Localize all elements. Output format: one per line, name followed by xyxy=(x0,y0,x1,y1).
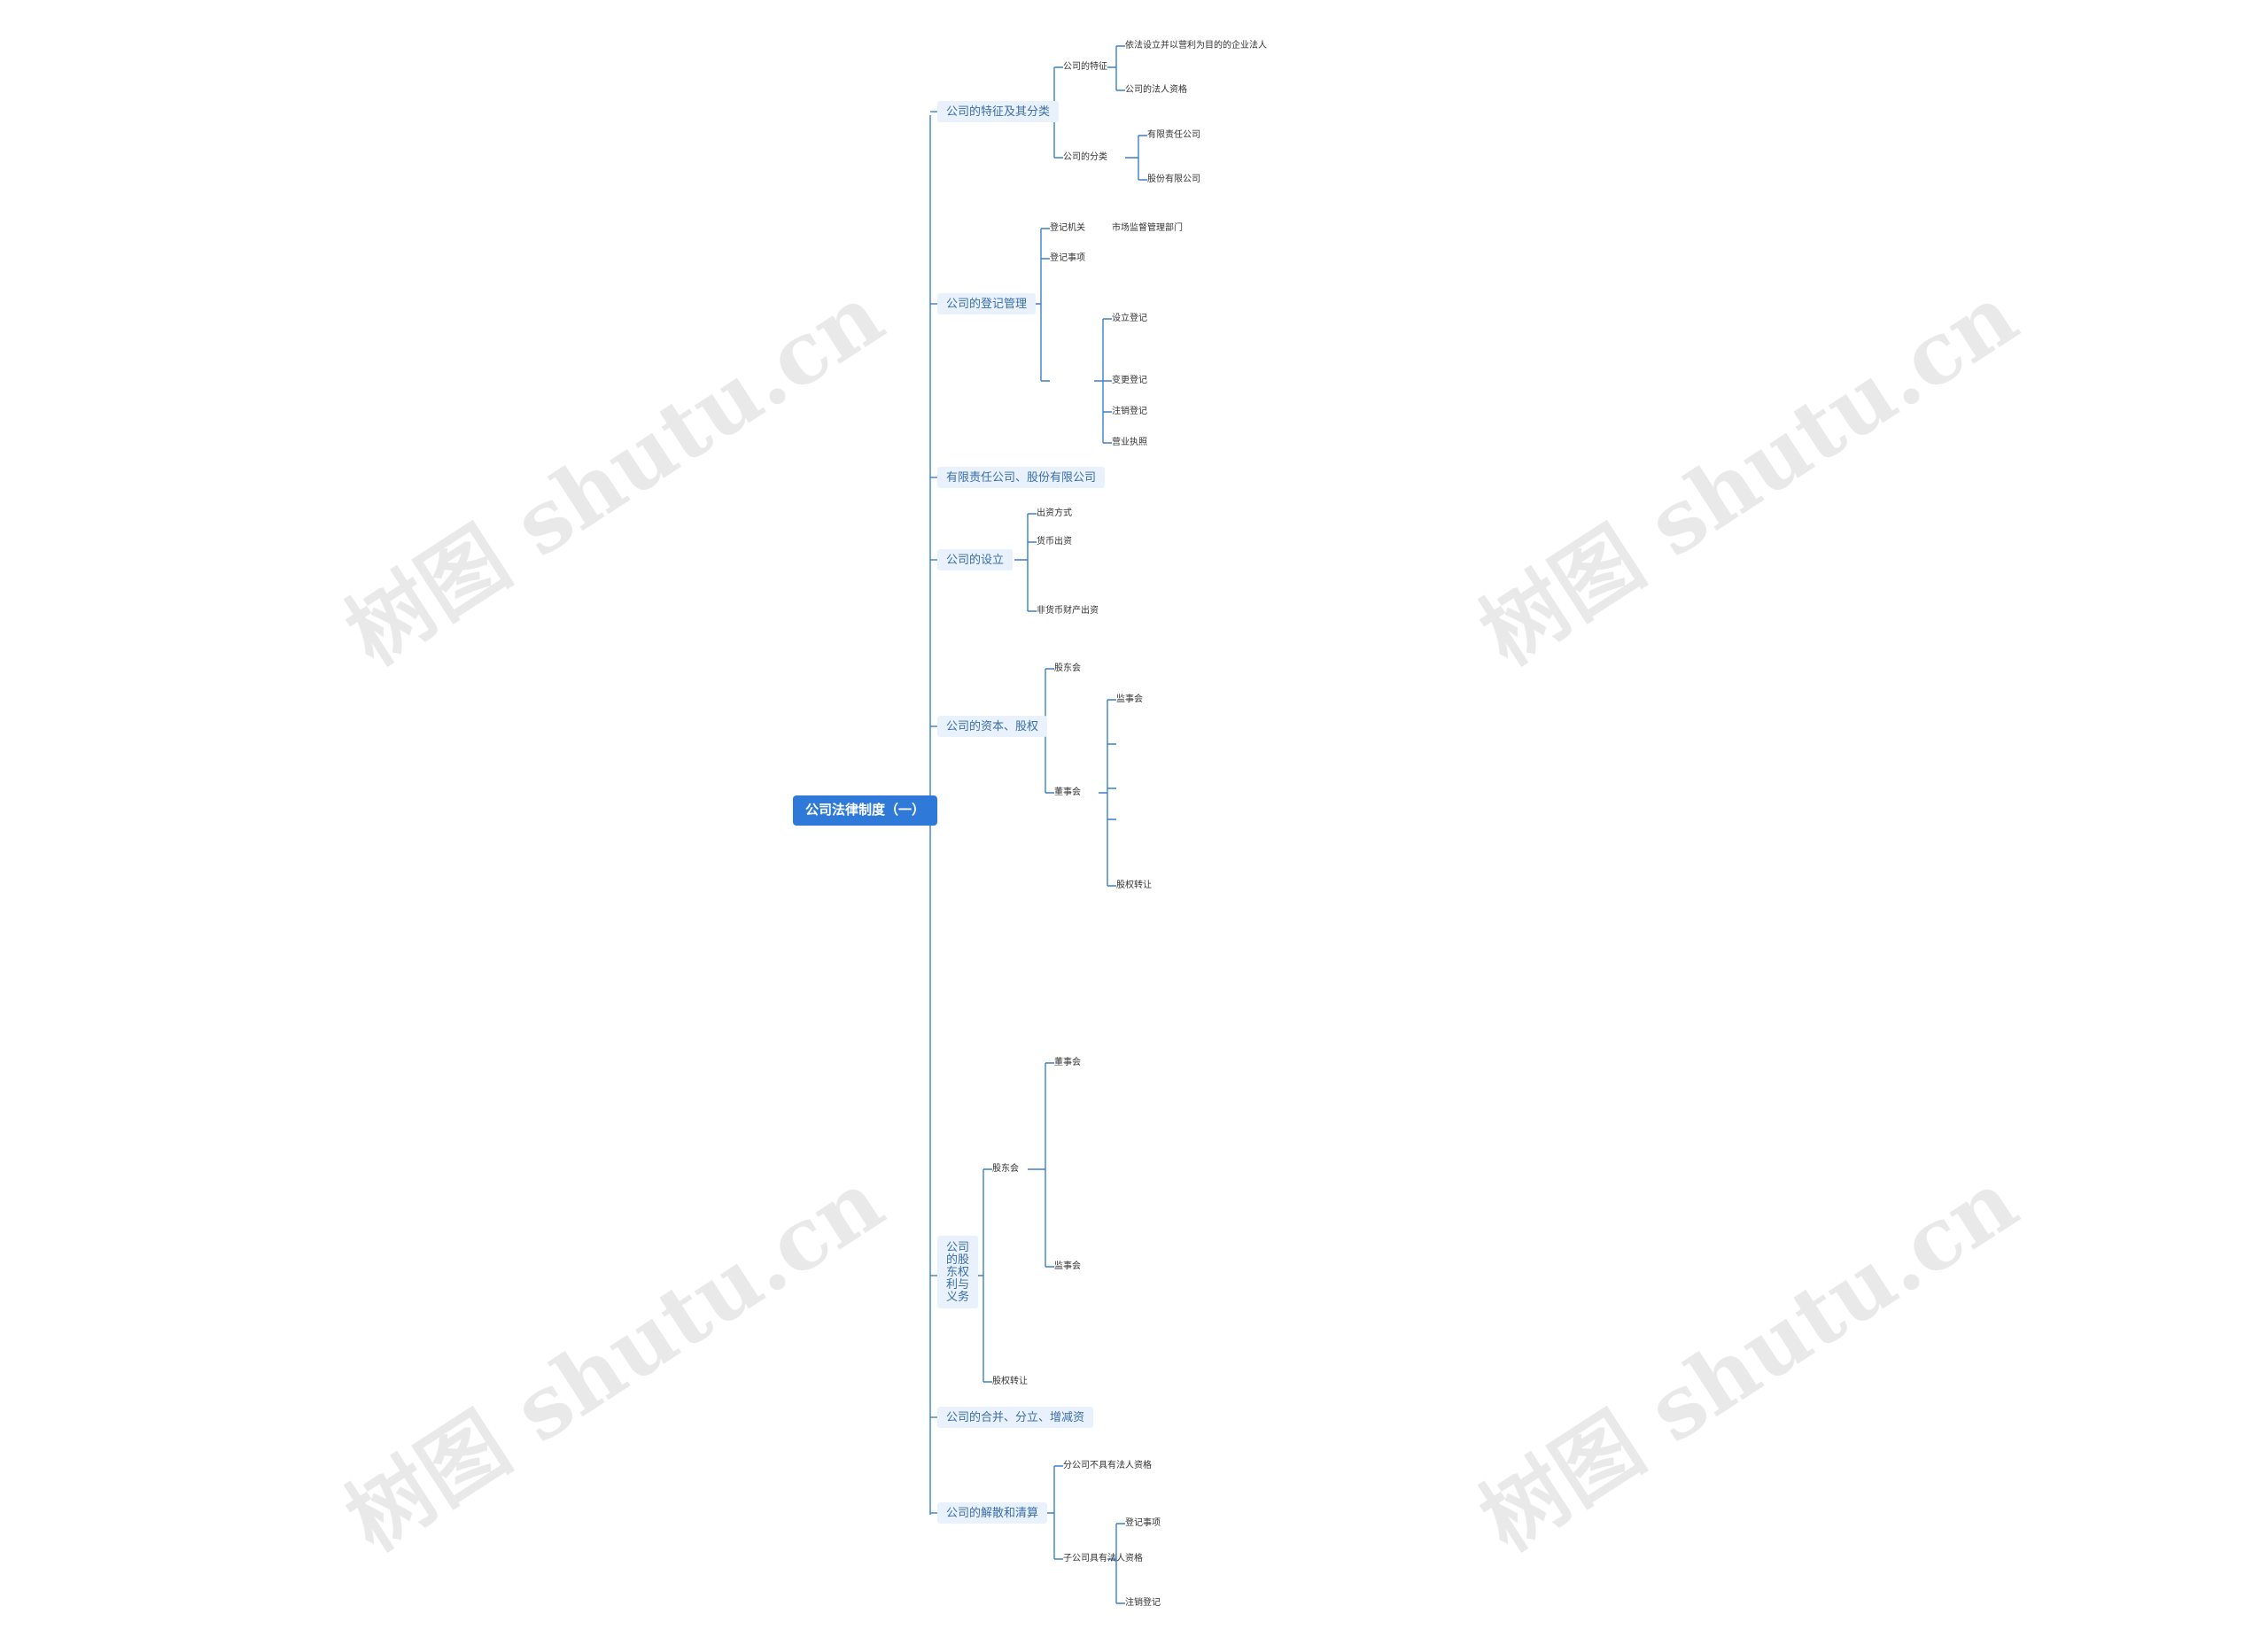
node-company-classification[interactable]: 公司的分类 xyxy=(1063,152,1107,162)
branch-registration[interactable]: 公司的登记管理 xyxy=(937,293,1037,314)
node-cancel-registration[interactable]: 注销登记 xyxy=(1112,407,1147,416)
node-setup-registration[interactable]: 设立登记 xyxy=(1112,314,1147,323)
node-board[interactable]: 董事会 xyxy=(1054,787,1081,797)
connector-b6-children xyxy=(957,1062,1054,1383)
node-market-regulator[interactable]: 市场监督管理部门 xyxy=(1112,223,1183,233)
connector-b5-children xyxy=(1032,668,1116,887)
node-shareholders-meeting[interactable]: 股东会 xyxy=(1054,663,1081,673)
node-company-features[interactable]: 公司的特征 xyxy=(1063,62,1107,72)
node-noncash-contribution[interactable]: 非货币财产出资 xyxy=(1037,606,1099,616)
branch-establishment[interactable]: 公司的设立 xyxy=(937,549,1014,570)
connector-b8-children xyxy=(1041,1465,1125,1604)
node-equity-transfer[interactable]: 股权转让 xyxy=(1116,881,1152,890)
node-board-2[interactable]: 董事会 xyxy=(1054,1058,1081,1067)
root-node[interactable]: 公司法律制度（一） xyxy=(793,795,938,826)
node-liquidation[interactable]: 子公司具有法人资格 xyxy=(1063,1554,1143,1563)
node-registration-authority[interactable]: 登记机关 xyxy=(1050,223,1085,233)
node-supervisors-2[interactable]: 监事会 xyxy=(1054,1261,1081,1271)
branch-company-features[interactable]: 公司的特征及其分类 xyxy=(937,101,1060,122)
node-cash-contribution[interactable]: 货币出资 xyxy=(1037,537,1072,547)
node-dissolution-cause[interactable]: 分公司不具有法人资格 xyxy=(1063,1461,1152,1470)
node-registration-items[interactable]: 登记事项 xyxy=(1050,253,1085,263)
branch-merger-division[interactable]: 公司的合并、分立、增减资 xyxy=(937,1407,1094,1428)
branch-company-types[interactable]: 有限责任公司、股份有限公司 xyxy=(937,467,1106,488)
node-legal-personality[interactable]: 公司的法人资格 xyxy=(1125,85,1187,95)
node-supervisors[interactable]: 监事会 xyxy=(1116,694,1143,704)
node-joint-stock[interactable]: 股份有限公司 xyxy=(1147,175,1200,184)
branch-capital-equity[interactable]: 公司的资本、股权 xyxy=(937,716,1048,737)
branch-dissolution[interactable]: 公司的解散和清算 xyxy=(937,1502,1048,1524)
branch-shareholder-rights[interactable]: 公司的股东权利与义务 xyxy=(937,1236,978,1308)
node-enterprise-legal-person[interactable]: 依法设立并以营利为目的的企业法人 xyxy=(1125,41,1267,50)
node-change-registration[interactable]: 变更登记 xyxy=(1112,376,1147,385)
node-business-license[interactable]: 营业执照 xyxy=(1112,438,1147,447)
node-equity-transfer-2[interactable]: 股权转让 xyxy=(992,1377,1028,1386)
node-shareholders-meeting-2[interactable]: 股东会 xyxy=(992,1164,1019,1174)
connector-b4-children xyxy=(1014,513,1037,612)
node-contribution-method[interactable]: 出资方式 xyxy=(1037,508,1072,518)
node-liquidation-report[interactable]: 注销登记 xyxy=(1125,1598,1161,1608)
node-limited-liability[interactable]: 有限责任公司 xyxy=(1147,130,1200,140)
node-liquidation-team[interactable]: 登记事项 xyxy=(1125,1518,1161,1528)
